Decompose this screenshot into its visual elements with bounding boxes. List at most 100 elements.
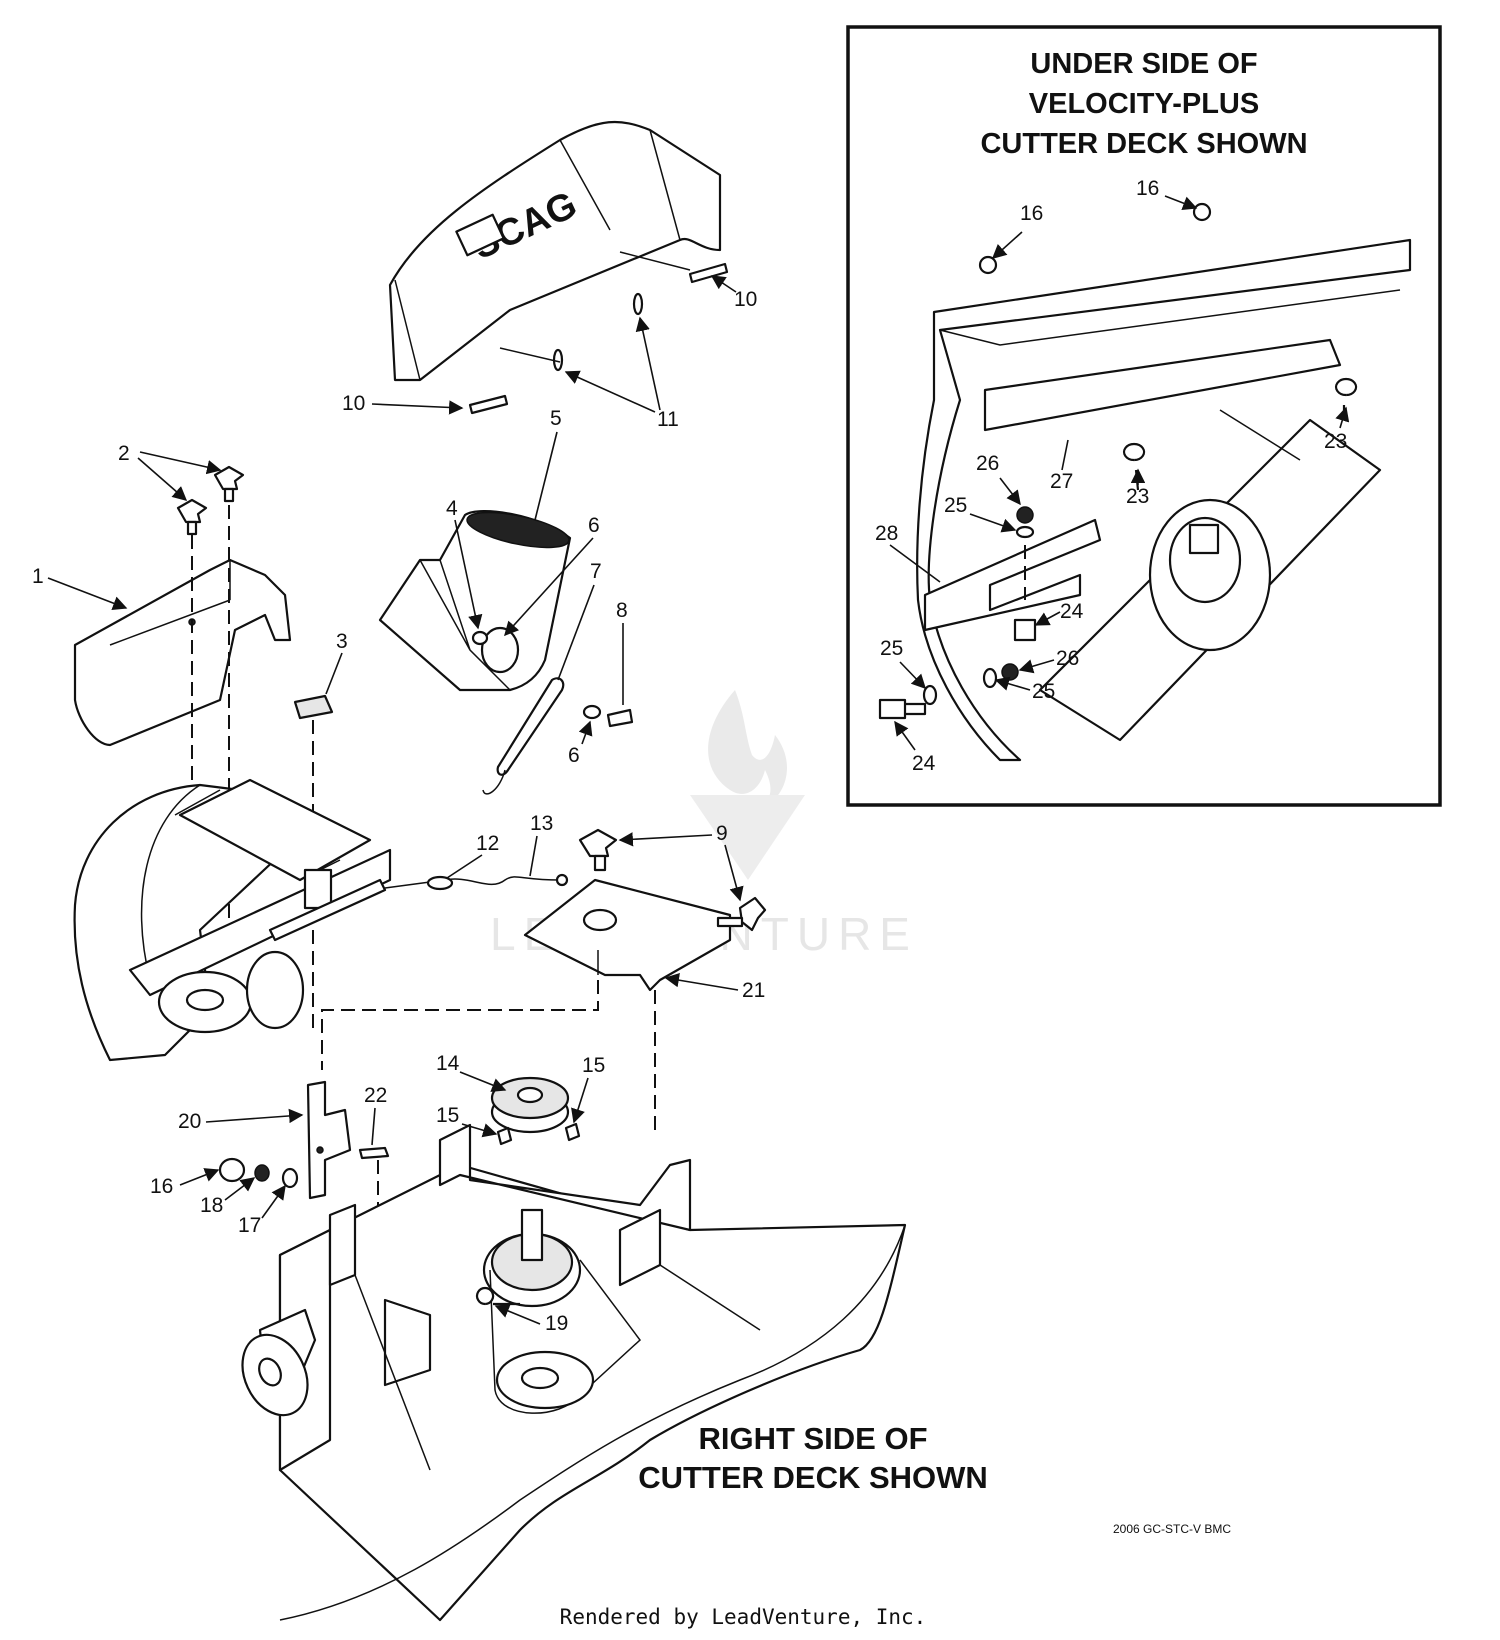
bolt-19 bbox=[476, 1286, 520, 1306]
callout-16-main: 16 bbox=[150, 1175, 173, 1198]
bushing-3 bbox=[293, 694, 334, 720]
callout-7: 7 bbox=[590, 560, 602, 583]
callout-25-inset-a: 25 bbox=[944, 494, 967, 517]
callout-16-inset-a: 16 bbox=[1020, 202, 1043, 225]
callout-1: 1 bbox=[32, 565, 44, 588]
setscrew-15-b bbox=[564, 1122, 581, 1142]
callout-6-b: 6 bbox=[568, 744, 580, 767]
callout-13: 13 bbox=[530, 812, 553, 835]
deck-edge bbox=[354, 1264, 761, 1471]
callout-28: 28 bbox=[875, 522, 898, 545]
mulch-chute-opening bbox=[466, 511, 570, 549]
deck-idler-hub bbox=[520, 1366, 560, 1390]
knob-9-top bbox=[578, 828, 618, 872]
inset-title-line-3: CUTTER DECK SHOWN bbox=[980, 128, 1307, 160]
cutter-deck bbox=[241, 1123, 907, 1622]
footer-credit: Rendered by LeadVenture, Inc. bbox=[560, 1605, 927, 1629]
setscrew-15-a bbox=[496, 1126, 513, 1146]
knob-2a bbox=[176, 498, 208, 536]
deck-small-plate bbox=[383, 1298, 432, 1387]
callout-26-inset-a: 26 bbox=[976, 452, 999, 475]
dash-plate-center bbox=[321, 980, 599, 1070]
inset-bolt-24a bbox=[1013, 618, 1037, 642]
inset-blade-edge bbox=[1219, 409, 1301, 461]
belt-cover-body bbox=[73, 558, 292, 747]
bolt-4 bbox=[471, 630, 489, 646]
inset-spindle-inner bbox=[1168, 516, 1242, 604]
callout-8: 8 bbox=[616, 599, 628, 622]
inset-panel: UNDER SIDE OF VELOCITY-PLUS CUTTER DECK … bbox=[846, 25, 1442, 807]
inset-baffle bbox=[983, 338, 1342, 432]
callout-16-inset-b: 16 bbox=[1136, 177, 1159, 200]
inset-washer-25c bbox=[922, 684, 938, 706]
watermark-flame-icon bbox=[708, 690, 787, 810]
callout-22: 22 bbox=[364, 1084, 387, 1107]
inset-title-line-2: VELOCITY-PLUS bbox=[1029, 88, 1259, 120]
deck-idler-pulley-hub bbox=[185, 988, 225, 1012]
bolt-8 bbox=[606, 708, 634, 728]
callout-26-inset-b: 26 bbox=[1056, 647, 1079, 670]
callout-11: 11 bbox=[657, 408, 679, 431]
cover-plate bbox=[523, 878, 732, 992]
cover-plate-21 bbox=[523, 878, 732, 992]
chute-clip-b bbox=[552, 348, 564, 372]
inset-spindle-bolt bbox=[1188, 523, 1220, 555]
chute-clip-a bbox=[632, 292, 644, 316]
cutter-deck-top bbox=[278, 1163, 907, 1622]
spacer-6 bbox=[480, 626, 520, 674]
chute-pin-guide bbox=[499, 251, 691, 363]
callout-3: 3 bbox=[336, 630, 348, 653]
deck-spindle-shaft bbox=[520, 1208, 544, 1262]
pulley-14 bbox=[490, 1076, 570, 1134]
chute-hinge-pin-right bbox=[688, 262, 729, 284]
inset-deck-rim bbox=[916, 238, 1412, 762]
callout-17: 17 bbox=[238, 1214, 261, 1237]
watermark-v-icon bbox=[690, 795, 805, 880]
main-caption-line-1: RIGHT SIDE OF bbox=[698, 1421, 927, 1456]
deck-switch bbox=[303, 868, 333, 910]
discharge-chute: SCAG bbox=[388, 120, 729, 415]
inset-nut-26b bbox=[1001, 663, 1019, 681]
lockwasher-18 bbox=[254, 1164, 270, 1182]
main-caption-line-2: CUTTER DECK SHOWN bbox=[638, 1460, 988, 1495]
deck-arm bbox=[268, 878, 387, 942]
clip-22 bbox=[358, 1146, 390, 1160]
callout-24-inset-b: 24 bbox=[912, 752, 936, 775]
callout-25-inset-b: 25 bbox=[1032, 680, 1055, 703]
callout-19: 19 bbox=[545, 1312, 568, 1335]
nut-16 bbox=[218, 1157, 246, 1183]
bracket-20 bbox=[306, 1080, 352, 1200]
drawing-code: 2006 GC-STC-V BMC bbox=[1113, 1522, 1231, 1536]
callout-18: 18 bbox=[200, 1194, 223, 1217]
callout-4: 4 bbox=[446, 497, 458, 520]
deck-left-bracket bbox=[328, 1203, 357, 1287]
callout-2: 2 bbox=[118, 442, 130, 465]
cable-end-12 bbox=[426, 875, 454, 891]
inset-nut-16b bbox=[1192, 202, 1212, 222]
spring-link-7 bbox=[482, 677, 565, 795]
cable-13 bbox=[384, 876, 561, 889]
deck-belt-guard bbox=[178, 778, 372, 882]
inset-nut-26a bbox=[1016, 506, 1034, 524]
washer-17 bbox=[281, 1167, 299, 1189]
callout-6-a: 6 bbox=[588, 514, 600, 537]
deck-mount-plate bbox=[438, 1123, 692, 1232]
callout-24-inset-a: 24 bbox=[1060, 600, 1084, 623]
cable-ring bbox=[555, 873, 569, 887]
callout-20: 20 bbox=[178, 1110, 201, 1133]
inset-title-line-1: UNDER SIDE OF bbox=[1030, 48, 1257, 80]
washer-6b bbox=[582, 704, 602, 720]
inset-bolt-24b bbox=[878, 698, 927, 720]
inset-washer-25b bbox=[982, 667, 998, 689]
callout-23-inset-a: 23 bbox=[1324, 430, 1347, 453]
callout-9: 9 bbox=[716, 822, 728, 845]
belt-cover bbox=[73, 558, 292, 747]
cover-plate-hole bbox=[582, 908, 618, 932]
deck-housing-inner bbox=[140, 784, 201, 981]
break-line bbox=[279, 1224, 906, 1621]
knob-2b bbox=[213, 465, 245, 503]
inset-bracket bbox=[923, 518, 1102, 632]
chute-fold bbox=[394, 129, 681, 381]
callout-14: 14 bbox=[436, 1052, 460, 1075]
chute-decal bbox=[455, 213, 505, 257]
